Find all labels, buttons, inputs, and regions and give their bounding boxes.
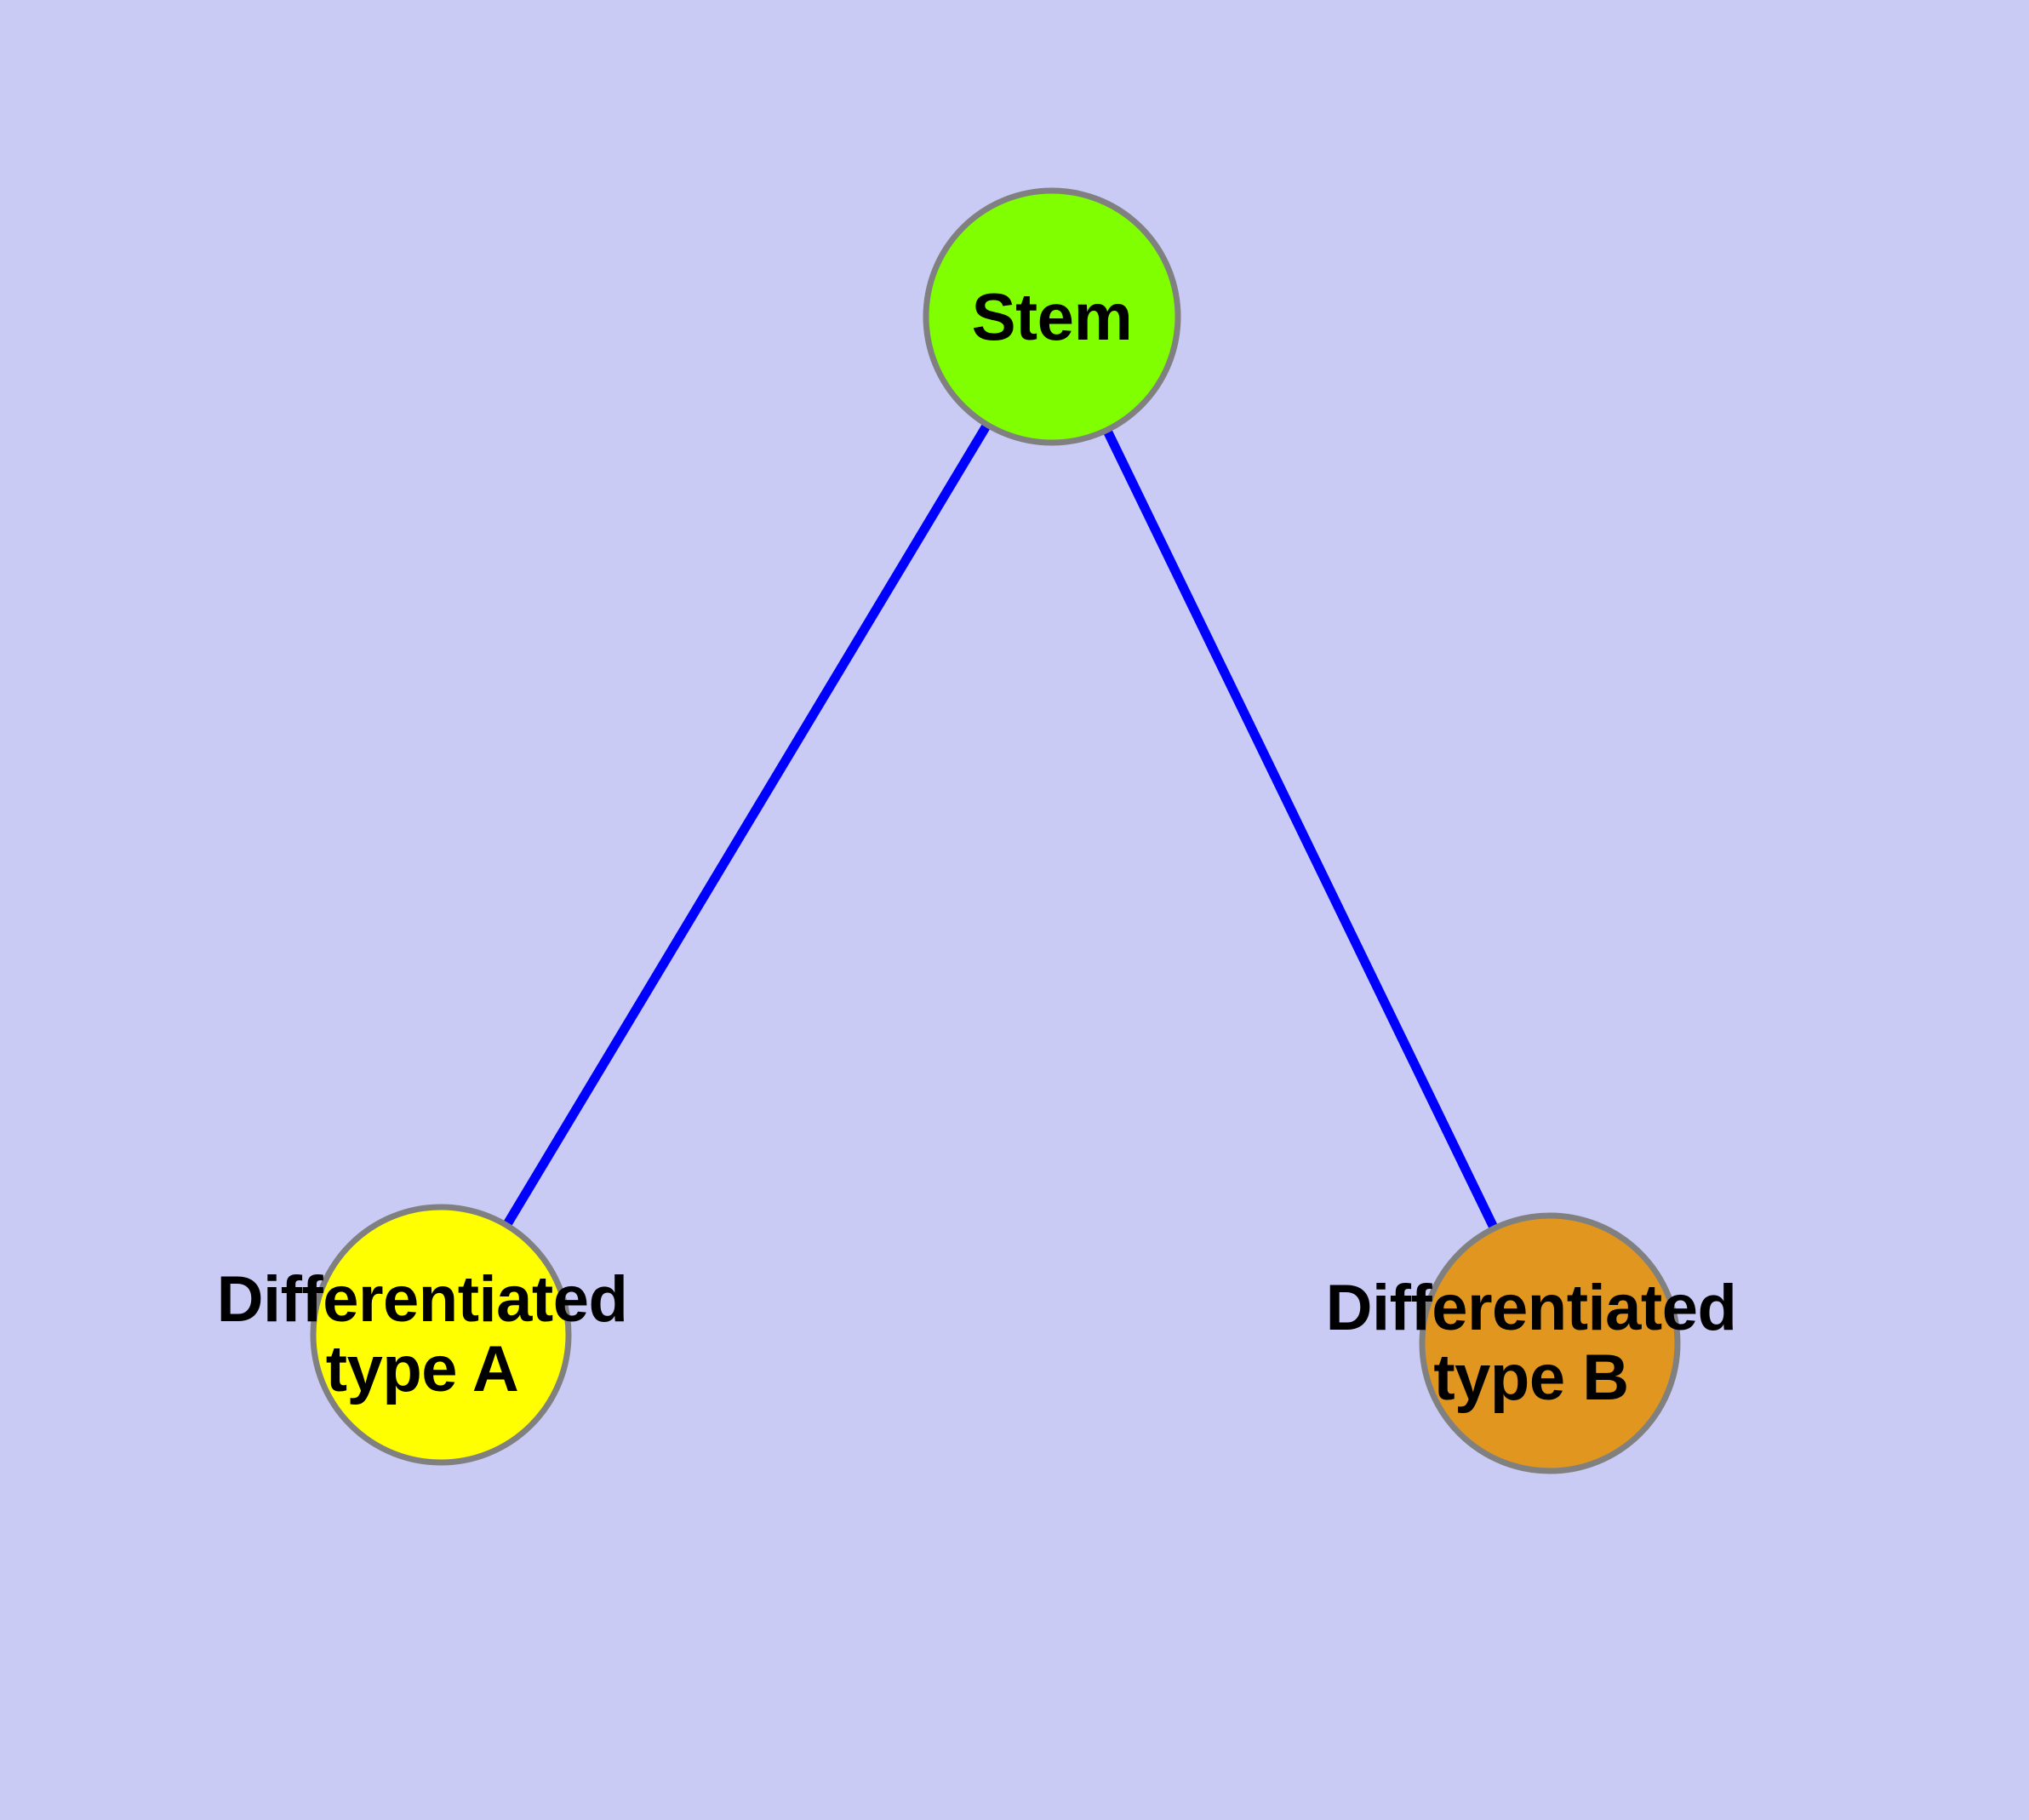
graph-node-diff_b[interactable] — [1419, 1212, 1681, 1474]
edges-layer — [503, 423, 1498, 1229]
graph-node-stem[interactable] — [923, 187, 1181, 446]
graph-node-diff_a[interactable] — [310, 1204, 572, 1466]
graph-edge-stem-to-a — [503, 423, 991, 1227]
nodes-layer — [310, 187, 1681, 1474]
graph-edge-stem-to-b — [1103, 429, 1498, 1229]
